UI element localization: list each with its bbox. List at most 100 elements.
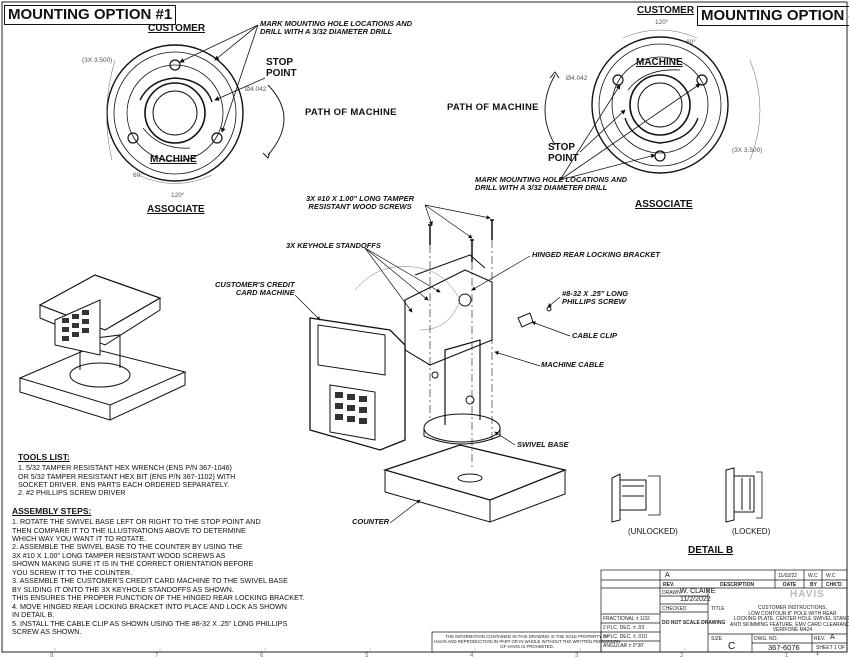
tb-drawn-label: DRAWN: [662, 590, 681, 596]
option1-associate-label: ASSOCIATE: [147, 204, 205, 215]
option2-path-label: PATH OF MACHINE: [447, 102, 539, 113]
tools-line: OR 5/32 TAMPER RESISTANT HEX BIT (ENS P/…: [18, 471, 236, 481]
option1-title: MOUNTING OPTION #1: [4, 5, 177, 25]
tools-line: SOCKET DRIVER. ENS PARTS EACH ORDERED SE…: [18, 479, 230, 489]
option2-mark-note: MARK MOUNTING HOLE LOCATIONS AND DRILL W…: [475, 175, 628, 192]
option2-stop-point: STOP POINT: [548, 142, 579, 164]
tb-rev-date: 11/02/22: [778, 573, 798, 579]
tb-col-chkd: CHK'D: [826, 582, 842, 588]
option1-path-label: PATH OF MACHINE: [305, 107, 397, 118]
tb-col-date: DATE: [783, 582, 797, 588]
assembly-line: 4. MOVE HINGED REAR LOCKING BRACKET INTO…: [12, 601, 287, 611]
title-block: [431, 569, 848, 653]
tb-date: 11/2/2022: [680, 596, 711, 603]
callout-swivel-base: SWIVEL BASE: [517, 440, 569, 449]
tools-line: 1. 5/32 TAMPER RESISTANT HEX WRENCH (ENS…: [18, 463, 232, 473]
tb-drawn-name: W. CLAIRE: [680, 588, 716, 595]
assembly-line: THEN COMPARE IT TO THE ILLUSTRATIONS ABO…: [12, 525, 246, 535]
option2-dim-60: 60°: [686, 39, 696, 46]
tb-rev: A: [830, 634, 835, 641]
option2-machine-label: MACHINE: [636, 57, 683, 68]
assembly-line: IN DETAIL B.: [12, 610, 55, 620]
tb-col-desc: DESCRIPTION: [720, 582, 755, 588]
tb-rev-label: REV.: [814, 636, 826, 642]
callout-credit-card-machine: CUSTOMER'S CREDIT CARD MACHINE: [215, 280, 295, 297]
option1-dim-dia: Ø4.042: [245, 86, 267, 93]
callout-cable-clip: CABLE CLIP: [572, 331, 617, 340]
option1-stop-point: STOP POINT: [266, 57, 297, 79]
option2-top-view: [544, 29, 761, 174]
assembly-line: YOU SCREW IT TO THE COUNTER.: [12, 567, 133, 577]
havis-logo: HAVIS: [790, 589, 825, 600]
tb-no-scale: DO NOT SCALE DRAWING: [662, 620, 726, 626]
callout-keyhole-standoffs: 3X KEYHOLE STANDOFFS: [286, 241, 381, 250]
option2-title: MOUNTING OPTION #2: [697, 6, 849, 26]
zone-number: 1: [785, 653, 789, 659]
tb-three-plc: 3 PLC. DEC. ± .010: [603, 634, 647, 640]
detail-unlocked-label: (UNLOCKED): [628, 527, 678, 536]
option1-dim-60: 60°: [133, 172, 143, 179]
tb-size: C: [728, 641, 736, 652]
option1-machine-label: MACHINE: [150, 154, 197, 165]
zone-number: 5: [365, 653, 369, 659]
assembly-line: SCREW AS SHOWN.: [12, 627, 82, 637]
tb-col-rev: REV.: [663, 582, 675, 588]
assembly-line: 3X #10 X 1.00" LONG TAMPER RESISTANT WOO…: [12, 550, 226, 560]
zone-number: 2: [680, 653, 684, 659]
tools-line: 2. #2 PHILLIPS SCREW DRIVER: [18, 488, 126, 498]
option1-dim-radius: (3X 3.500): [82, 57, 113, 64]
tb-checked-label: CHECKED: [662, 606, 687, 612]
callout-wood-screws: 3X #10 X 1.00" LONG TAMPER RESISTANT WOO…: [306, 194, 415, 211]
callout-machine-cable: MACHINE CABLE: [541, 360, 604, 369]
option2-dim-radius: (3X 3.500): [732, 147, 763, 154]
option1-customer-label: CUSTOMER: [148, 23, 206, 34]
detail-b-title: DETAIL B: [688, 545, 734, 556]
option1-mark-note: MARK MOUNTING HOLE LOCATIONS AND DRILL W…: [260, 19, 413, 36]
tb-dwg-no: 367-6076: [768, 643, 800, 652]
option2-dim-dia: Ø4.042: [566, 75, 588, 82]
assembly-line: BY SLIDING IT ONTO THE 3X KEYHOLE STANDO…: [12, 584, 234, 594]
tb-rev-chkd: W.C: [826, 573, 836, 579]
option1-top-view: [106, 44, 285, 184]
assembly-line: THIS ENSURES THE PROPER FUNCTION OF THE …: [12, 593, 305, 603]
zone-number: 7: [155, 653, 159, 659]
detail-locked-label: (LOCKED): [732, 527, 771, 536]
assembly-line: 2. ASSEMBLE THE SWIVEL BASE TO THE COUNT…: [12, 542, 243, 552]
tb-fractional: FRACTIONAL ± 1/32: [603, 616, 650, 622]
zone-number: 4: [470, 653, 474, 659]
tb-rev-by: W.C: [808, 573, 818, 579]
assembled-preview-illustration: [18, 274, 187, 421]
assembly-line: WHICH WAY YOU WANT IT TO ROTATE.: [12, 533, 147, 543]
assembly-line: 5. INSTALL THE CABLE CLIP AS SHOWN USING…: [12, 618, 288, 628]
tb-notice: THE INFORMATION CONTAINED IN THIS DRAWIN…: [434, 634, 621, 649]
detail-b-illustration: [611, 467, 763, 523]
zone-number: 6: [260, 653, 264, 659]
tb-two-plc: 2 PLC. DEC. ± .03: [603, 625, 645, 631]
tb-title-text: CUSTOMER INSTRUCTIONS, LOW CONTOUR 8" PO…: [730, 605, 849, 633]
tb-angular: ANGULAR ± 0°30': [603, 643, 644, 649]
assembly-line: 3. ASSEMBLE THE CUSTOMER'S CREDIT CARD M…: [12, 576, 288, 586]
exploded-assembly-illustration: [309, 219, 568, 523]
assembly-line: 1. ROTATE THE SWIVEL BASE LEFT OR RIGHT …: [12, 517, 261, 527]
tools-list: TOOLS LIST: 1. 5/32 TAMPER RESISTANT HEX…: [18, 452, 235, 498]
tools-heading: TOOLS LIST:: [18, 452, 70, 462]
tb-col-by: BY: [810, 582, 817, 588]
tb-size-label: SIZE: [711, 636, 723, 642]
option2-dim-120: 120°: [655, 19, 669, 26]
callout-counter: COUNTER: [352, 517, 390, 526]
zone-number: 3: [575, 653, 579, 659]
assembly-steps: ASSEMBLY STEPS: 1. ROTATE THE SWIVEL BAS…: [12, 506, 304, 637]
tb-rev-letter: A: [665, 572, 670, 579]
option2-customer-label: CUSTOMER: [637, 5, 695, 16]
option2-associate-label: ASSOCIATE: [635, 199, 693, 210]
tb-dwg-label: DWG. NO.: [754, 636, 778, 642]
option1-dim-120: 120°: [171, 192, 185, 199]
tb-sheet: SHEET 1 OF 1: [816, 645, 846, 657]
tb-title-label: TITLE: [711, 606, 725, 612]
callout-hinged-bracket: HINGED REAR LOCKING BRACKET: [532, 250, 660, 259]
assembly-line: SHOWN MAKING SURE IT IS IN THE CORRECT O…: [12, 559, 254, 569]
assembly-heading: ASSEMBLY STEPS:: [12, 506, 92, 516]
zone-number: 8: [50, 653, 54, 659]
callout-phillips-screw: #8-32 X .25" LONG PHILLIPS SCREW: [562, 289, 629, 306]
